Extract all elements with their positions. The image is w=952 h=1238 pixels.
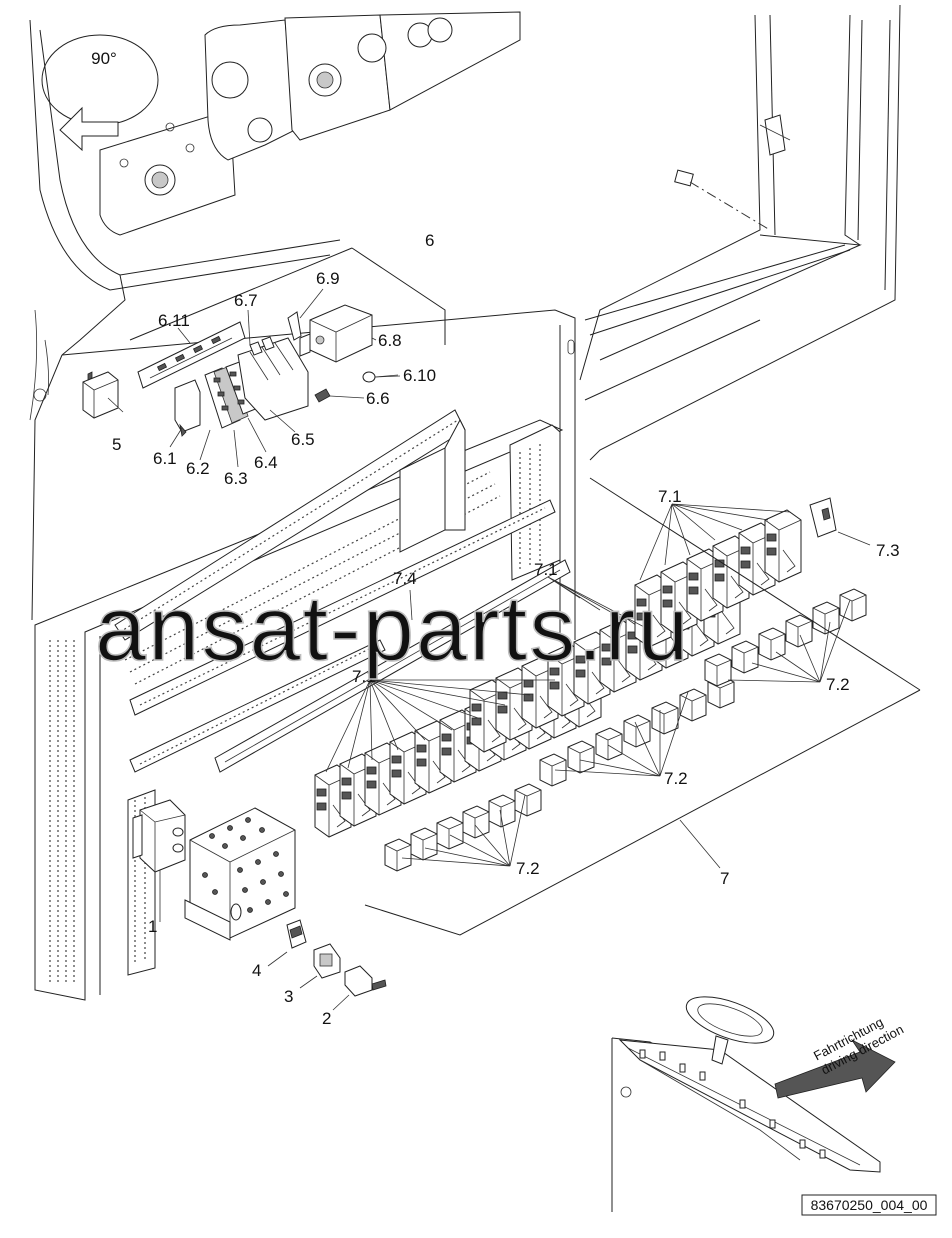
callout-7-2-left: 7.2 <box>516 859 540 878</box>
relay-1 <box>384 838 412 872</box>
leader-lines <box>107 288 871 1011</box>
callout-6-11: 6.11 <box>158 311 190 330</box>
rotation-label: 90° <box>91 49 117 68</box>
orientation-inset: Fahrtrichtung driving direction <box>611 996 906 1212</box>
end-bracket <box>174 379 201 437</box>
end-clamp <box>809 497 837 538</box>
callout-2: 2 <box>322 1009 331 1028</box>
relay-11 <box>651 701 679 735</box>
relay-4 <box>462 805 490 839</box>
callout-6-8: 6.8 <box>378 331 402 350</box>
switch-clip <box>286 919 307 949</box>
callout-7: 7 <box>720 869 729 888</box>
callout-6-4: 6.4 <box>254 453 278 472</box>
perforated-bracket <box>184 807 296 941</box>
cabin-frame <box>579 4 901 461</box>
relay-14 <box>704 653 732 687</box>
callout-6-7: 6.7 <box>234 291 258 310</box>
relay-19 <box>839 588 867 622</box>
callout-labels: 6 6.9 6.7 6.11 6.8 6.10 6.6 6.5 5 6.1 6.… <box>112 231 900 1028</box>
callout-4: 4 <box>252 961 261 980</box>
transformer <box>132 799 186 873</box>
relay-9 <box>595 727 623 761</box>
switch-knob <box>344 965 387 997</box>
callout-6-10: 6.10 <box>403 366 436 385</box>
callout-7-2-middle: 7.2 <box>664 769 688 788</box>
relay-8 <box>567 740 595 774</box>
relay-5 <box>488 794 516 828</box>
relay-row <box>384 588 867 872</box>
relay-6 <box>514 783 542 817</box>
din-rail-short <box>137 321 246 389</box>
watermark-text: ansat-parts.ru <box>95 578 691 680</box>
relay-cover <box>299 304 373 363</box>
callout-5: 5 <box>112 435 121 454</box>
callout-6-6: 6.6 <box>366 389 390 408</box>
relay-base-stack <box>237 336 309 421</box>
flasher-relay <box>82 371 119 419</box>
callout-7-4: 7.4 <box>393 569 417 588</box>
callout-7-1-left: 7.1 <box>352 667 376 686</box>
relay-7 <box>539 753 567 787</box>
relay-3 <box>436 816 464 850</box>
relay-module-group <box>82 247 446 437</box>
relay-socket-row <box>314 509 802 838</box>
group-7-outline <box>364 477 921 936</box>
callout-6-1: 6.1 <box>153 449 177 468</box>
callout-6-5: 6.5 <box>291 430 315 449</box>
callout-7-3: 7.3 <box>876 541 900 560</box>
callout-6-2: 6.2 <box>186 459 210 478</box>
callout-7-1-top-right: 7.1 <box>658 487 682 506</box>
din-rail-long <box>214 559 571 773</box>
relay-15 <box>731 640 759 674</box>
relay-16 <box>758 627 786 661</box>
callout-3: 3 <box>284 987 293 1006</box>
drawing-number-box: 83670250_004_00 <box>801 1194 937 1216</box>
relay-socket-27 <box>764 509 802 583</box>
drawing-number: 83670250_004_00 <box>811 1197 928 1213</box>
switch-housing <box>313 943 341 979</box>
callout-6-3: 6.3 <box>224 469 248 488</box>
relay-10 <box>623 714 651 748</box>
callout-7-2-right: 7.2 <box>826 675 850 694</box>
callout-6-9: 6.9 <box>316 269 340 288</box>
callout-7-1-middle: 7.1 <box>534 560 558 579</box>
callout-6: 6 <box>425 231 434 250</box>
rotate-90-icon: 90° <box>41 34 159 152</box>
relay-17 <box>785 614 813 648</box>
callout-1: 1 <box>148 917 157 936</box>
console-panel <box>29 11 521 421</box>
relay-2 <box>410 827 438 861</box>
